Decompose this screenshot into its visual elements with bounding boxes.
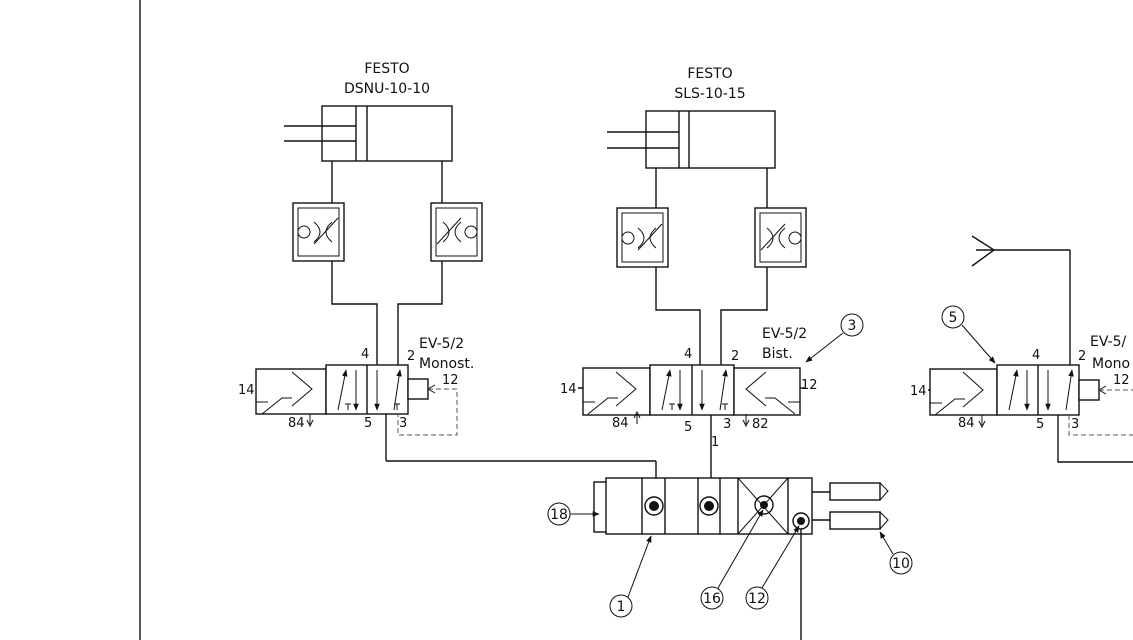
svg-text:18: 18 xyxy=(550,507,568,523)
callout-1: 1 xyxy=(609,535,652,618)
valve-2-port-84: 84 xyxy=(612,416,629,431)
flow-control-1a xyxy=(292,202,345,262)
valve-2-port-82: 82 xyxy=(752,417,769,432)
valve-1-mode: Monost. xyxy=(419,356,474,372)
svg-text:5: 5 xyxy=(949,310,958,326)
cylinder-2-model: SLS-10-15 xyxy=(674,86,745,102)
valve-3-port-2: 2 xyxy=(1078,349,1086,364)
valve-3-port-4: 4 xyxy=(1032,348,1040,363)
valve-1-port-3: 3 xyxy=(399,416,407,431)
callout-3: 3 xyxy=(805,313,864,363)
callout-10: 10 xyxy=(879,531,913,575)
valve-1-port-84: 84 xyxy=(288,416,305,431)
valve-2-port-5: 5 xyxy=(684,420,692,435)
valve-2: EV-5/2 Bist. 4 2 14 12 84 5 3 82 1 xyxy=(560,326,818,478)
cylinder-1-brand: FESTO xyxy=(364,61,409,77)
valve-3-port-14: 14 xyxy=(910,384,927,399)
cylinder-2: FESTO SLS-10-15 xyxy=(607,66,776,365)
svg-text:10: 10 xyxy=(892,556,910,572)
valve-3: EV-5/ Mono 4 2 14 12 84 5 3 xyxy=(910,235,1133,463)
svg-text:12: 12 xyxy=(748,591,766,607)
callout-5: 5 xyxy=(941,305,996,364)
valve-1-type: EV-5/2 xyxy=(419,336,464,352)
valve-2-port-2: 2 xyxy=(731,349,739,364)
valve-1-port-14: 14 xyxy=(238,383,255,398)
valve-3-port-5: 5 xyxy=(1036,417,1044,432)
cylinder-2-brand: FESTO xyxy=(687,66,732,82)
manifold-block xyxy=(593,477,889,640)
callout-12: 12 xyxy=(745,525,800,610)
flow-control-2a xyxy=(616,207,669,268)
valve-2-mode: Bist. xyxy=(762,346,793,362)
svg-text:3: 3 xyxy=(848,318,857,334)
valve-3-port-3: 3 xyxy=(1071,417,1079,432)
valve-1-port-5: 5 xyxy=(364,416,372,431)
flow-control-2b xyxy=(754,207,807,268)
valve-3-port-12: 12 xyxy=(1113,373,1130,388)
valve-1-port-4: 4 xyxy=(361,347,369,362)
valve-2-port-4: 4 xyxy=(684,347,692,362)
valve-3-port-84: 84 xyxy=(958,416,975,431)
valve-1: EV-5/2 Monost. 4 2 14 12 84 5 3 xyxy=(238,336,657,478)
valve-2-port-14: 14 xyxy=(560,382,577,397)
valve-2-port-12: 12 xyxy=(801,378,818,393)
svg-text:16: 16 xyxy=(703,591,721,607)
svg-text:1: 1 xyxy=(617,599,626,615)
flow-control-1b xyxy=(430,202,483,262)
valve-2-port-1: 1 xyxy=(711,435,719,450)
callout-18: 18 xyxy=(547,502,600,526)
valve-2-type: EV-5/2 xyxy=(762,326,807,342)
valve-3-mode: Mono xyxy=(1092,356,1130,372)
valve-1-port-12: 12 xyxy=(442,373,459,388)
valve-2-port-3: 3 xyxy=(723,417,731,432)
cylinder-1-model: DSNU-10-10 xyxy=(344,81,430,97)
valve-3-type: EV-5/ xyxy=(1090,334,1127,350)
valve-1-port-2: 2 xyxy=(407,349,415,364)
callout-16: 16 xyxy=(700,509,764,610)
